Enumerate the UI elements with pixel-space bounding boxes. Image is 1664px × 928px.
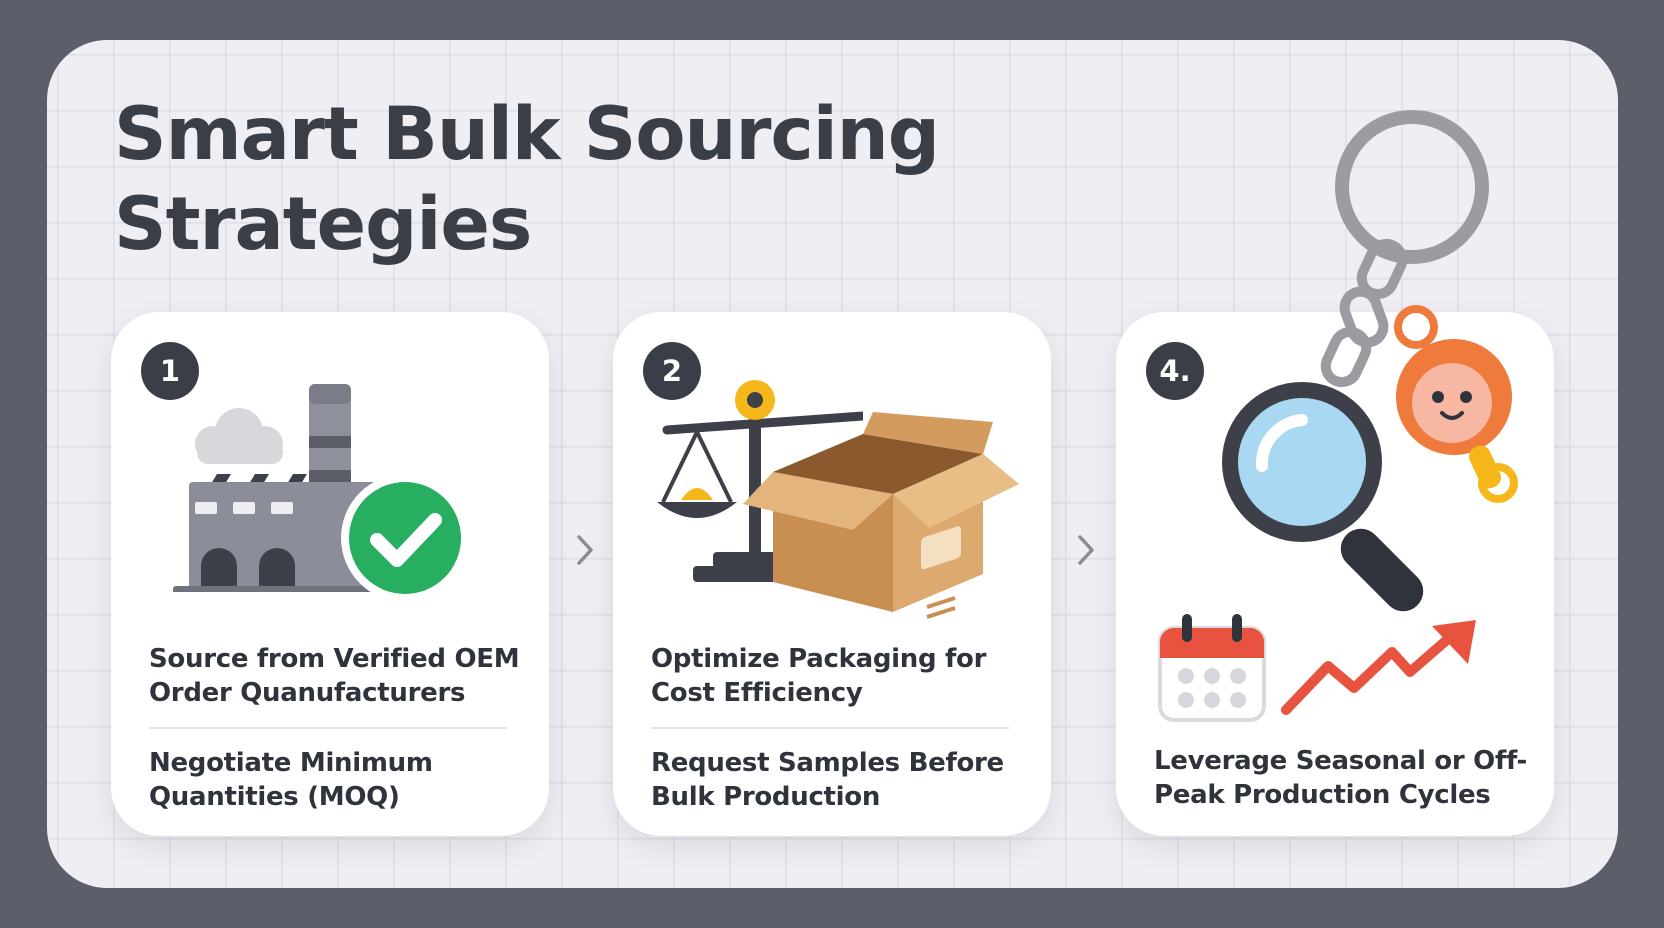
card-1-secondary-text: Negotiate Minimum Quantities (MOQ)	[149, 748, 433, 812]
trend-arrow-icon	[1281, 620, 1476, 715]
magnifier-icon	[1222, 382, 1424, 612]
step-badge-3: 4.	[1146, 342, 1204, 400]
card-2-primary-text: Optimize Packaging for Cost Efficiency	[651, 644, 987, 708]
strategy-card-2: 2 Optimize Packaging for Cost Efficiency…	[613, 312, 1051, 836]
keychain-icon	[1320, 110, 1518, 503]
checkmark-icon	[341, 474, 469, 602]
title-line-2: Strategies	[114, 182, 532, 267]
factory-icon	[173, 384, 393, 592]
calendar-icon	[1158, 614, 1266, 722]
box-icon	[743, 412, 1019, 619]
page-title: Smart Bulk Sourcing Strategies	[114, 90, 1014, 270]
chevron-right-icon	[1078, 535, 1094, 565]
card-2-secondary-text: Request Samples Before Bulk Production	[651, 748, 1004, 812]
title-line-1: Smart Bulk Sourcing	[114, 92, 940, 177]
chevron-right-icon	[577, 535, 593, 565]
card-1-primary-text: Source from Verified OEM Order Quanufact…	[149, 644, 520, 708]
step-badge-1: 1	[141, 342, 199, 400]
card-3-primary-text: Leverage Seasonal or Off-Peak Production…	[1154, 746, 1528, 810]
strategy-card-1: 1 Source from Verified OEM Order Quanufa…	[111, 312, 549, 836]
card-2-divider	[651, 727, 1009, 729]
card-1-divider	[149, 727, 507, 729]
step-badge-2: 2	[643, 342, 701, 400]
